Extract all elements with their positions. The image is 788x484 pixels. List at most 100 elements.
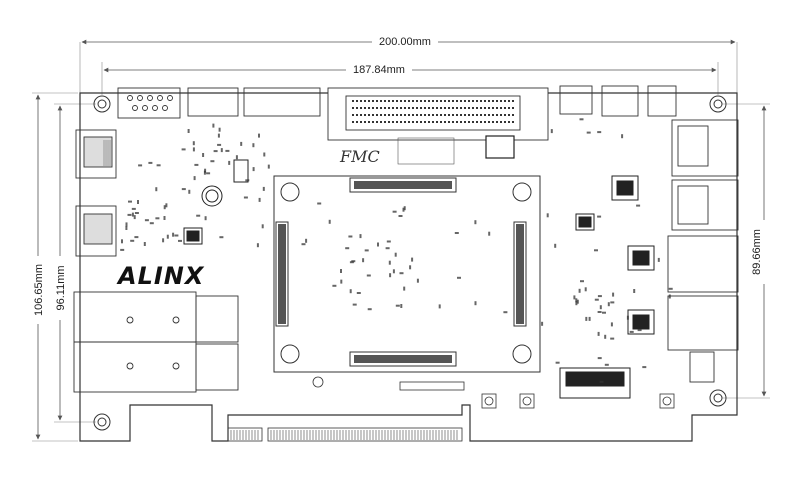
smd-part (301, 243, 306, 246)
smd-part (400, 304, 403, 308)
smd-part (362, 258, 365, 263)
mounting-hole-bottom-left (93, 413, 111, 431)
mounting-hole-top-left (93, 95, 111, 113)
smd-part (166, 234, 169, 239)
smd-part (389, 273, 392, 278)
smd-part (579, 118, 584, 121)
smd-part (192, 141, 195, 146)
smd-part (143, 242, 146, 246)
smd-part (599, 380, 604, 383)
smd-part (610, 337, 615, 340)
smd-part (392, 269, 395, 274)
dimension-label-hole-spacing-vertical-right: 89.66mm (751, 229, 763, 275)
core-module (273, 175, 541, 373)
right-connectors (667, 119, 739, 383)
smd-part (220, 148, 223, 153)
smd-part (474, 301, 477, 306)
smd-part (403, 286, 406, 291)
dimension-label-hole-spacing-vertical-left: 96.11mm (55, 265, 67, 310)
smd-part (131, 207, 136, 210)
smd-part (588, 316, 591, 321)
smd-part (137, 200, 139, 204)
smd-part (377, 242, 379, 247)
smd-part (633, 289, 636, 293)
smd-part (187, 129, 190, 133)
smd-part (149, 222, 154, 225)
smd-part (351, 260, 356, 263)
fmc-label: FMC (339, 147, 380, 166)
smd-part (345, 247, 350, 250)
pcie-edge-connector (227, 427, 463, 442)
smd-part (144, 219, 149, 222)
smd-part (181, 188, 186, 191)
smd-part (356, 292, 361, 294)
smd-part (578, 288, 581, 293)
smd-part (193, 176, 196, 181)
smd-part (599, 305, 602, 310)
left-connectors (73, 129, 239, 393)
dimension-label-hole-spacing-horizontal: 187.84mm (353, 64, 405, 76)
smd-part (352, 303, 357, 306)
smd-part (235, 155, 238, 160)
dimension-board-height: 106.65mm (30, 92, 78, 442)
smd-part (317, 202, 322, 205)
smd-part (604, 363, 609, 366)
smd-part (305, 238, 308, 243)
fmc-logo: FMC (339, 135, 515, 166)
dimension-hole-spacing-vertical-right: 89.66mm (722, 103, 772, 399)
smd-part (488, 231, 491, 236)
smd-part (454, 232, 459, 234)
smd-part (555, 361, 560, 364)
smd-part (258, 133, 260, 138)
smd-part (438, 304, 441, 309)
smd-part (575, 301, 578, 306)
smd-part (668, 294, 671, 299)
smd-part (256, 243, 259, 248)
smd-part (263, 152, 266, 157)
smd-part (148, 161, 153, 164)
smd-part (594, 249, 598, 252)
smd-part (219, 236, 224, 239)
smd-part (403, 206, 406, 211)
smd-part (120, 248, 125, 251)
smd-part (586, 131, 591, 134)
smd-part (546, 213, 549, 218)
dimension-label-board-width: 200.00mm (379, 36, 431, 48)
mounting-hole-bottom-right (709, 389, 727, 407)
mounting-holes (93, 95, 727, 431)
smd-part (573, 295, 576, 300)
smd-part (218, 127, 221, 132)
smd-part (597, 357, 602, 360)
smd-part (554, 243, 557, 248)
smd-part (212, 123, 215, 128)
smd-part (576, 299, 579, 304)
smd-part (163, 216, 166, 220)
smd-part (121, 239, 123, 244)
smd-part (541, 321, 544, 326)
smd-part (228, 160, 231, 165)
smd-part (636, 204, 641, 207)
smd-part (457, 276, 461, 279)
smd-part (192, 147, 195, 152)
smd-part (134, 236, 139, 239)
brand-logo: ALINX (116, 262, 205, 290)
smd-part (416, 278, 419, 283)
smd-part (240, 141, 243, 146)
smd-part (134, 212, 139, 214)
smd-part (409, 265, 412, 270)
smd-part (580, 280, 584, 283)
smd-part (626, 315, 629, 320)
smd-part (328, 219, 331, 224)
smd-part (128, 200, 132, 203)
smd-part (348, 235, 353, 238)
smd-part (594, 298, 599, 301)
smd-part (597, 311, 602, 313)
smd-part (550, 129, 553, 134)
smd-part (258, 197, 261, 202)
smd-part (610, 322, 613, 327)
smd-part (188, 189, 191, 194)
smd-part (395, 304, 400, 307)
smd-part (392, 210, 397, 213)
smd-part (213, 150, 218, 153)
